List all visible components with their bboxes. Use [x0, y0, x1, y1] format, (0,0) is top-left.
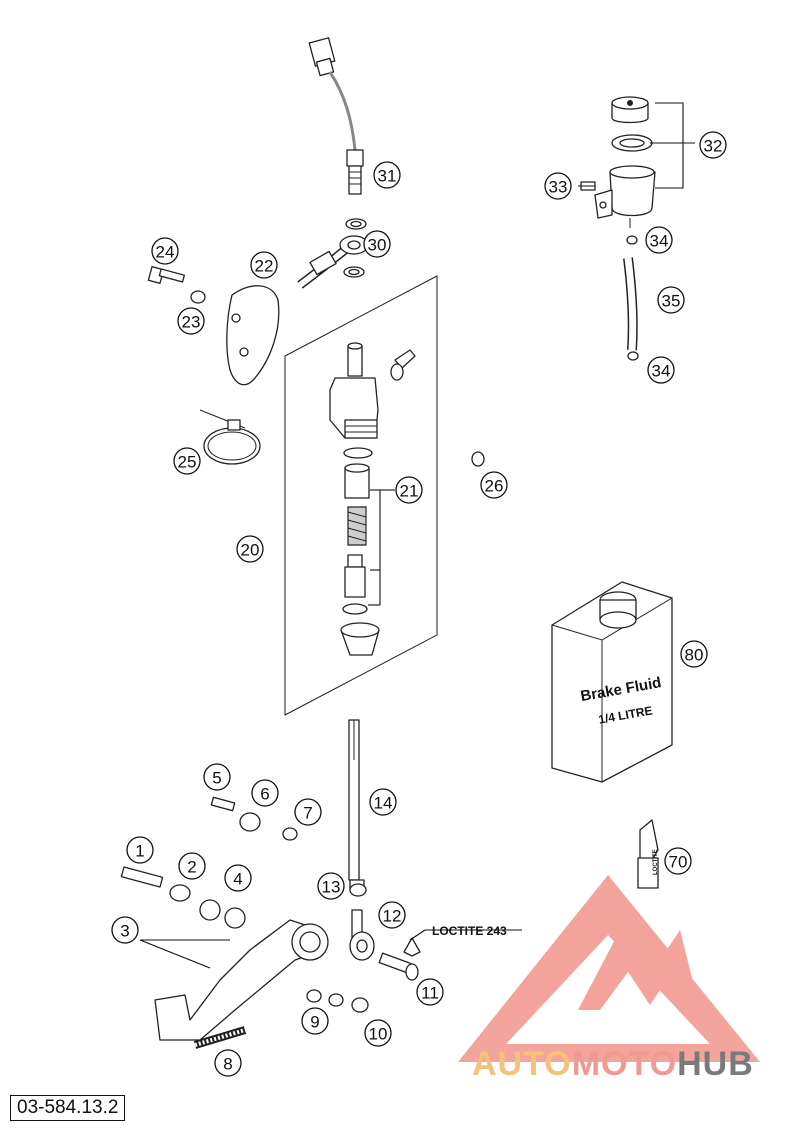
- callout-number: 7: [303, 804, 312, 823]
- callout-11: 11: [416, 978, 444, 1006]
- callout-70: 70: [664, 847, 692, 875]
- callout-13: 13: [317, 872, 345, 900]
- callout-80: 80: [680, 640, 708, 668]
- callout-34: 34: [645, 226, 673, 254]
- callout-1: 1: [126, 836, 154, 864]
- callout-number: 23: [182, 313, 201, 332]
- bolt-11-part: [378, 937, 421, 981]
- watermark-m-icon: [578, 930, 700, 1010]
- callout-number: 70: [669, 853, 688, 872]
- callout-26: 26: [480, 471, 508, 499]
- callout-number: 33: [549, 178, 568, 197]
- callout-24: 24: [151, 237, 179, 265]
- brake-light-switch-part: [308, 37, 364, 195]
- callout-2: 2: [178, 852, 206, 880]
- callout-number: 35: [662, 292, 681, 311]
- callout-9: 9: [301, 1007, 329, 1035]
- callout-32: 32: [699, 131, 727, 159]
- push-rod-part: [348, 719, 375, 961]
- washer-9b-part: [328, 993, 344, 1007]
- callout-23: 23: [177, 307, 205, 335]
- callout-number: 14: [374, 794, 393, 813]
- heat-guard-part: [226, 285, 280, 386]
- callout-number: 32: [704, 137, 723, 156]
- callout-7: 7: [294, 798, 322, 826]
- master-cylinder-part: [329, 342, 416, 439]
- callout-3: 3: [111, 916, 139, 944]
- banjo-fitting-part: [297, 218, 369, 289]
- bushing-6-part: [239, 812, 261, 832]
- callout-number: 3: [120, 922, 129, 941]
- callout-number: 34: [650, 232, 669, 251]
- bolt-24-part: [147, 266, 186, 284]
- brake-fluid-can-part: Brake Fluid 1/4 LITRE: [551, 581, 673, 783]
- callout-number: 30: [368, 236, 387, 255]
- callout-8: 8: [214, 1049, 242, 1077]
- callout-number: 80: [685, 646, 704, 665]
- callout-35: 35: [657, 286, 685, 314]
- screw-5-part: [210, 796, 236, 812]
- repair-kit-part: [340, 447, 380, 656]
- callout-6: 6: [251, 779, 279, 807]
- callout-22: 22: [250, 251, 278, 279]
- callout-number: 13: [322, 878, 341, 897]
- brake-pedal-part: [120, 866, 329, 1049]
- loctite-tube-part: LOCTITE: [637, 819, 659, 889]
- callout-31: 31: [373, 161, 401, 189]
- callout-number: 10: [369, 1025, 388, 1044]
- callout-25: 25: [173, 447, 201, 475]
- callout-number: 4: [233, 870, 242, 889]
- callout-33: 33: [544, 172, 572, 200]
- watermark-brand-text: AUTOMOTOHUB: [472, 1045, 754, 1083]
- callout-number: 5: [212, 769, 221, 788]
- callout-number: 26: [485, 477, 504, 496]
- callout-number: 12: [383, 907, 402, 926]
- watermark-brand-auto: AUTO: [472, 1045, 572, 1083]
- callout-number: 31: [378, 167, 397, 186]
- callout-20: 20: [236, 535, 264, 563]
- callout-number: 2: [187, 858, 196, 877]
- callout-number: 25: [178, 453, 197, 472]
- watermark-logo: [458, 875, 760, 1062]
- reservoir-part: [580, 96, 656, 361]
- callout-number: 24: [156, 243, 175, 262]
- callout-number: 6: [260, 785, 269, 804]
- assembly-group-frame: [284, 275, 438, 716]
- callout-number: 22: [255, 257, 274, 276]
- nut-26-part: [471, 451, 485, 467]
- callout-30: 30: [363, 230, 391, 258]
- callout-number: 21: [400, 482, 419, 501]
- callout-number: 11: [421, 984, 439, 1003]
- callout-14: 14: [369, 788, 397, 816]
- callout-number: 9: [310, 1013, 319, 1032]
- nut-13-part: [349, 883, 367, 897]
- callout-number: 34: [652, 362, 671, 381]
- nut-7-part: [282, 827, 298, 841]
- callout-34: 34: [647, 356, 675, 384]
- document-id: 03-584.13.2: [10, 1095, 126, 1121]
- heat-guard-hole: [239, 347, 249, 357]
- cable-tie-part: [199, 409, 261, 465]
- callout-layer: 1234567891011121314202122232425263031323…: [111, 131, 727, 1077]
- callout-12: 12: [378, 901, 406, 929]
- watermark-triangle-icon: [458, 875, 760, 1062]
- callout-5: 5: [203, 763, 231, 791]
- washer-9-part: [306, 989, 322, 1003]
- callout-number: 20: [241, 541, 260, 560]
- loctite-note-label: LOCTITE 243: [432, 924, 507, 938]
- callout-10: 10: [364, 1019, 392, 1047]
- watermark-brand-hub: HUB: [677, 1045, 754, 1083]
- loctite-tube-text: LOCTITE: [653, 849, 659, 875]
- nut-10-part: [351, 997, 369, 1013]
- nut-23-part: [190, 290, 206, 304]
- callout-4: 4: [224, 864, 252, 892]
- callout-number: 8: [223, 1055, 232, 1074]
- callout-21: 21: [395, 476, 423, 504]
- heat-guard-hole: [231, 313, 241, 323]
- watermark-brand-moto: MOTO: [572, 1045, 677, 1083]
- callout-number: 1: [135, 842, 144, 861]
